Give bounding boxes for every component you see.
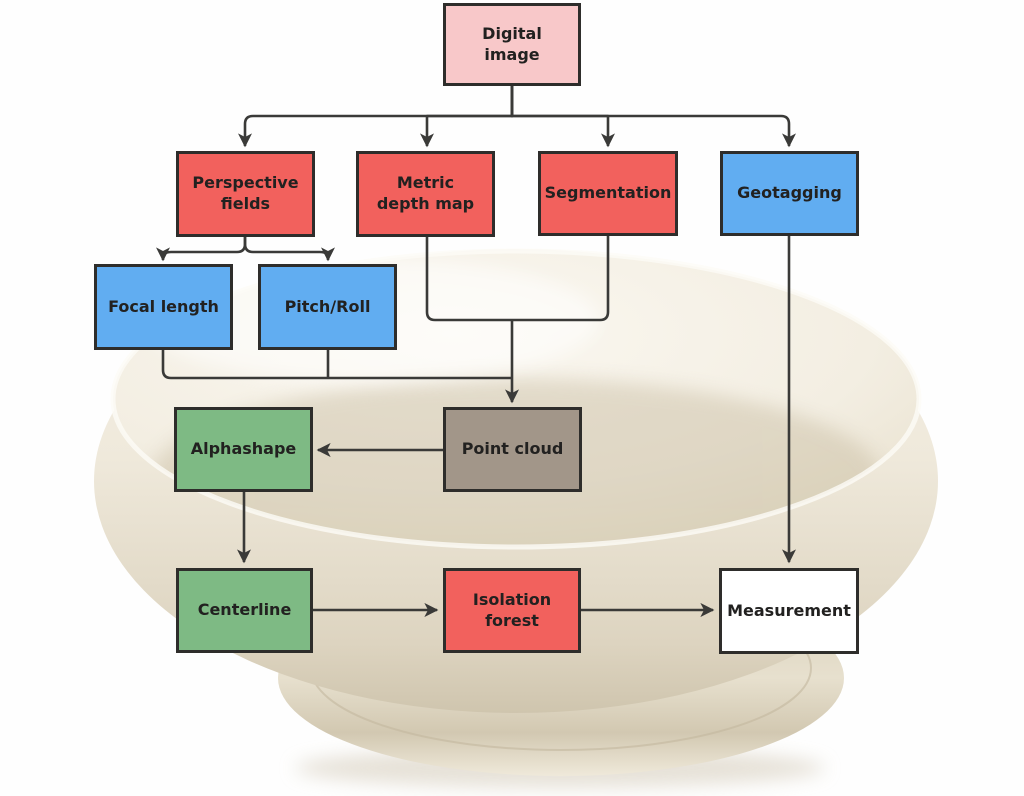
node-label: Perspective fields (192, 173, 299, 213)
node-isolation-forest: Isolation forest (443, 568, 581, 653)
node-centerline: Centerline (176, 568, 313, 653)
node-perspective-fields: Perspective fields (176, 151, 315, 237)
node-alphashape: Alphashape (174, 407, 313, 492)
node-label: Isolation forest (472, 589, 552, 630)
node-segmentation: Segmentation (538, 151, 678, 236)
node-label: Geotagging (737, 183, 842, 203)
node-point-cloud: Point cloud (443, 407, 582, 492)
node-label: Focal length (108, 296, 219, 316)
node-label: Metric depth map (376, 173, 475, 213)
node-label: Segmentation (544, 183, 672, 203)
node-geotagging: Geotagging (720, 151, 859, 236)
node-label: Centerline (197, 600, 292, 620)
node-metric-depth-map: Metric depth map (356, 151, 495, 237)
node-label: Pitch/Roll (284, 296, 371, 316)
node-label: Alphashape (190, 439, 297, 459)
node-label: Measurement (727, 600, 851, 620)
node-label: Digital image (482, 23, 542, 64)
node-label: Point cloud (461, 439, 564, 459)
node-measurement: Measurement (719, 568, 859, 654)
node-focal-length: Focal length (94, 264, 233, 350)
node-digital-image: Digital image (443, 3, 581, 86)
node-pitch-roll: Pitch/Roll (258, 264, 397, 350)
